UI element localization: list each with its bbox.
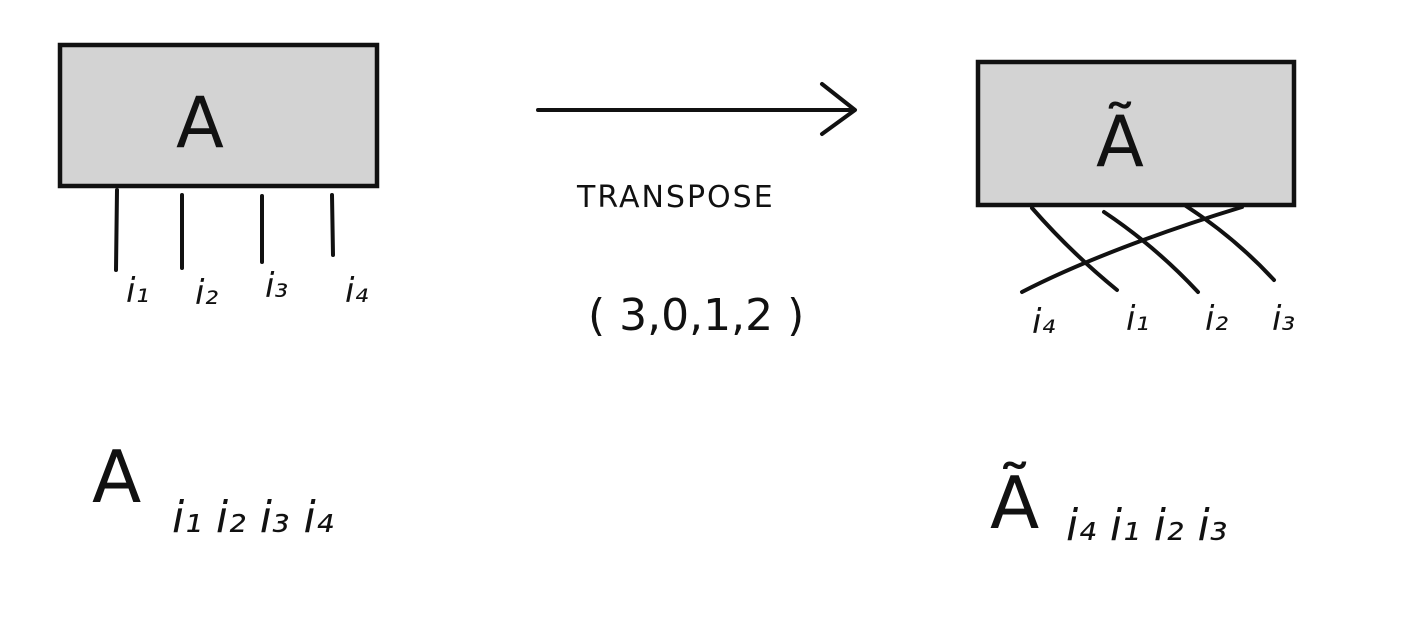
right-leg-label-2: i₁	[1126, 299, 1149, 339]
left-formula-indices: i₁ i₂ i₃ i₄	[172, 492, 334, 543]
right-leg-label-1: i₄	[1032, 302, 1055, 342]
left-tensor: A i₁ i₂ i₃ i₄	[57, 42, 380, 313]
right-tensor-box	[975, 59, 1297, 208]
left-tensor-box	[57, 42, 380, 189]
right-tensor: Ã i₄ i₁ i₂ i₃	[975, 59, 1297, 342]
left-leg-label-4: i₄	[345, 271, 368, 311]
left-leg-label-1: i₁	[126, 271, 149, 311]
right-leg-label-4: i₃	[1272, 299, 1295, 339]
right-leg-i4	[1020, 205, 1244, 294]
right-formula-base: Ã	[990, 461, 1039, 545]
right-leg-i2	[1102, 210, 1200, 294]
operation-name: TRANSPOSE	[576, 180, 775, 215]
left-formula: A i₁ i₂ i₃ i₄	[92, 435, 334, 543]
operation-permutation: ( 3,0,1,2 )	[588, 290, 804, 341]
right-leg-label-3: i₂	[1205, 299, 1228, 339]
right-tensor-label: Ã	[1096, 101, 1144, 183]
left-formula-base: A	[92, 435, 141, 519]
transpose-operation: TRANSPOSE ( 3,0,1,2 )	[536, 82, 857, 341]
left-leg-1	[114, 188, 119, 272]
left-leg-label-2: i₂	[195, 273, 218, 313]
right-formula: Ã i₄ i₁ i₂ i₃	[990, 461, 1227, 551]
left-leg-label-3: i₃	[265, 266, 288, 306]
right-formula-indices: i₄ i₁ i₂ i₃	[1066, 500, 1227, 551]
right-leg-i1	[1030, 206, 1119, 292]
left-tensor-label: A	[176, 82, 224, 164]
left-leg-4	[330, 193, 335, 257]
right-leg-i3	[1184, 204, 1276, 282]
arrow-head	[820, 82, 857, 136]
